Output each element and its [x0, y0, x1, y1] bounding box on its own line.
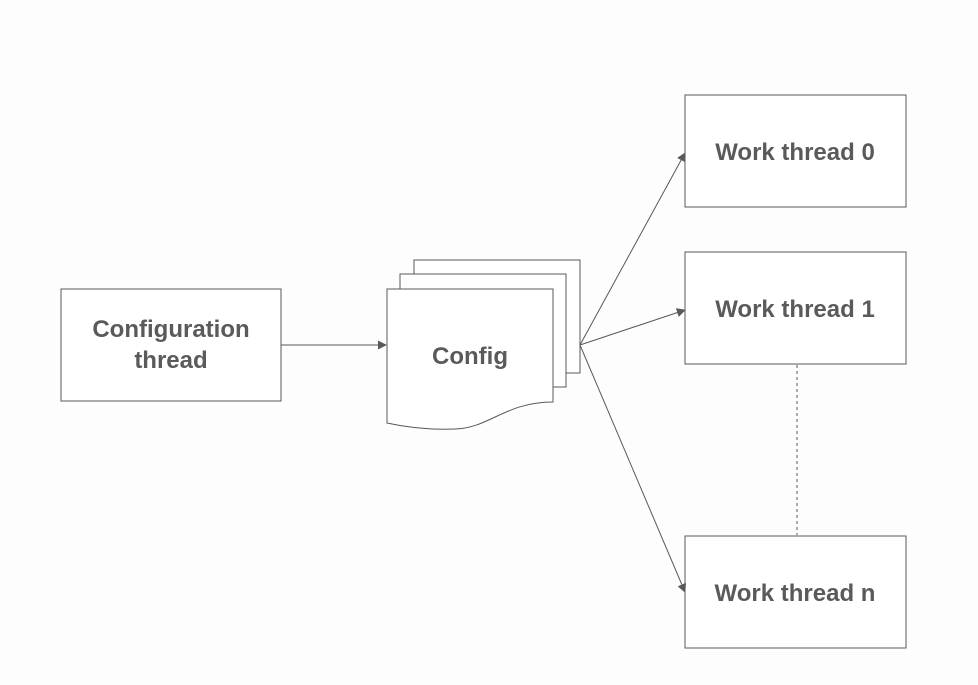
work-thread-n-label: Work thread n: [715, 580, 876, 607]
edge-config-to-work-thread-n: [579, 344, 686, 593]
work-thread-0-label: Work thread 0: [715, 139, 875, 166]
work-thread-n-box: [684, 535, 907, 649]
config-thread-label-line1: Configuration: [92, 316, 249, 343]
work-thread-1-label: Work thread 1: [715, 296, 875, 323]
work-thread-1-node[interactable]: Work thread 1: [684, 251, 907, 365]
edge-config-to-work-thread-1: [579, 308, 686, 346]
work-thread-0-node[interactable]: Work thread 0: [684, 94, 907, 208]
edge-config-to-work-thread-0: [579, 152, 686, 346]
config-doc-node[interactable]: Config: [386, 259, 581, 430]
config-thread-node[interactable]: Configuration thread: [60, 288, 282, 402]
config-thread-box: [60, 288, 282, 402]
config-doc-sheet-front: [386, 288, 554, 430]
work-thread-1-box: [684, 251, 907, 365]
config-thread-label-line2: thread: [134, 347, 207, 374]
config-doc-label: Config: [432, 343, 508, 370]
work-thread-n-node[interactable]: Work thread n: [684, 535, 907, 649]
work-thread-0-box: [684, 94, 907, 208]
